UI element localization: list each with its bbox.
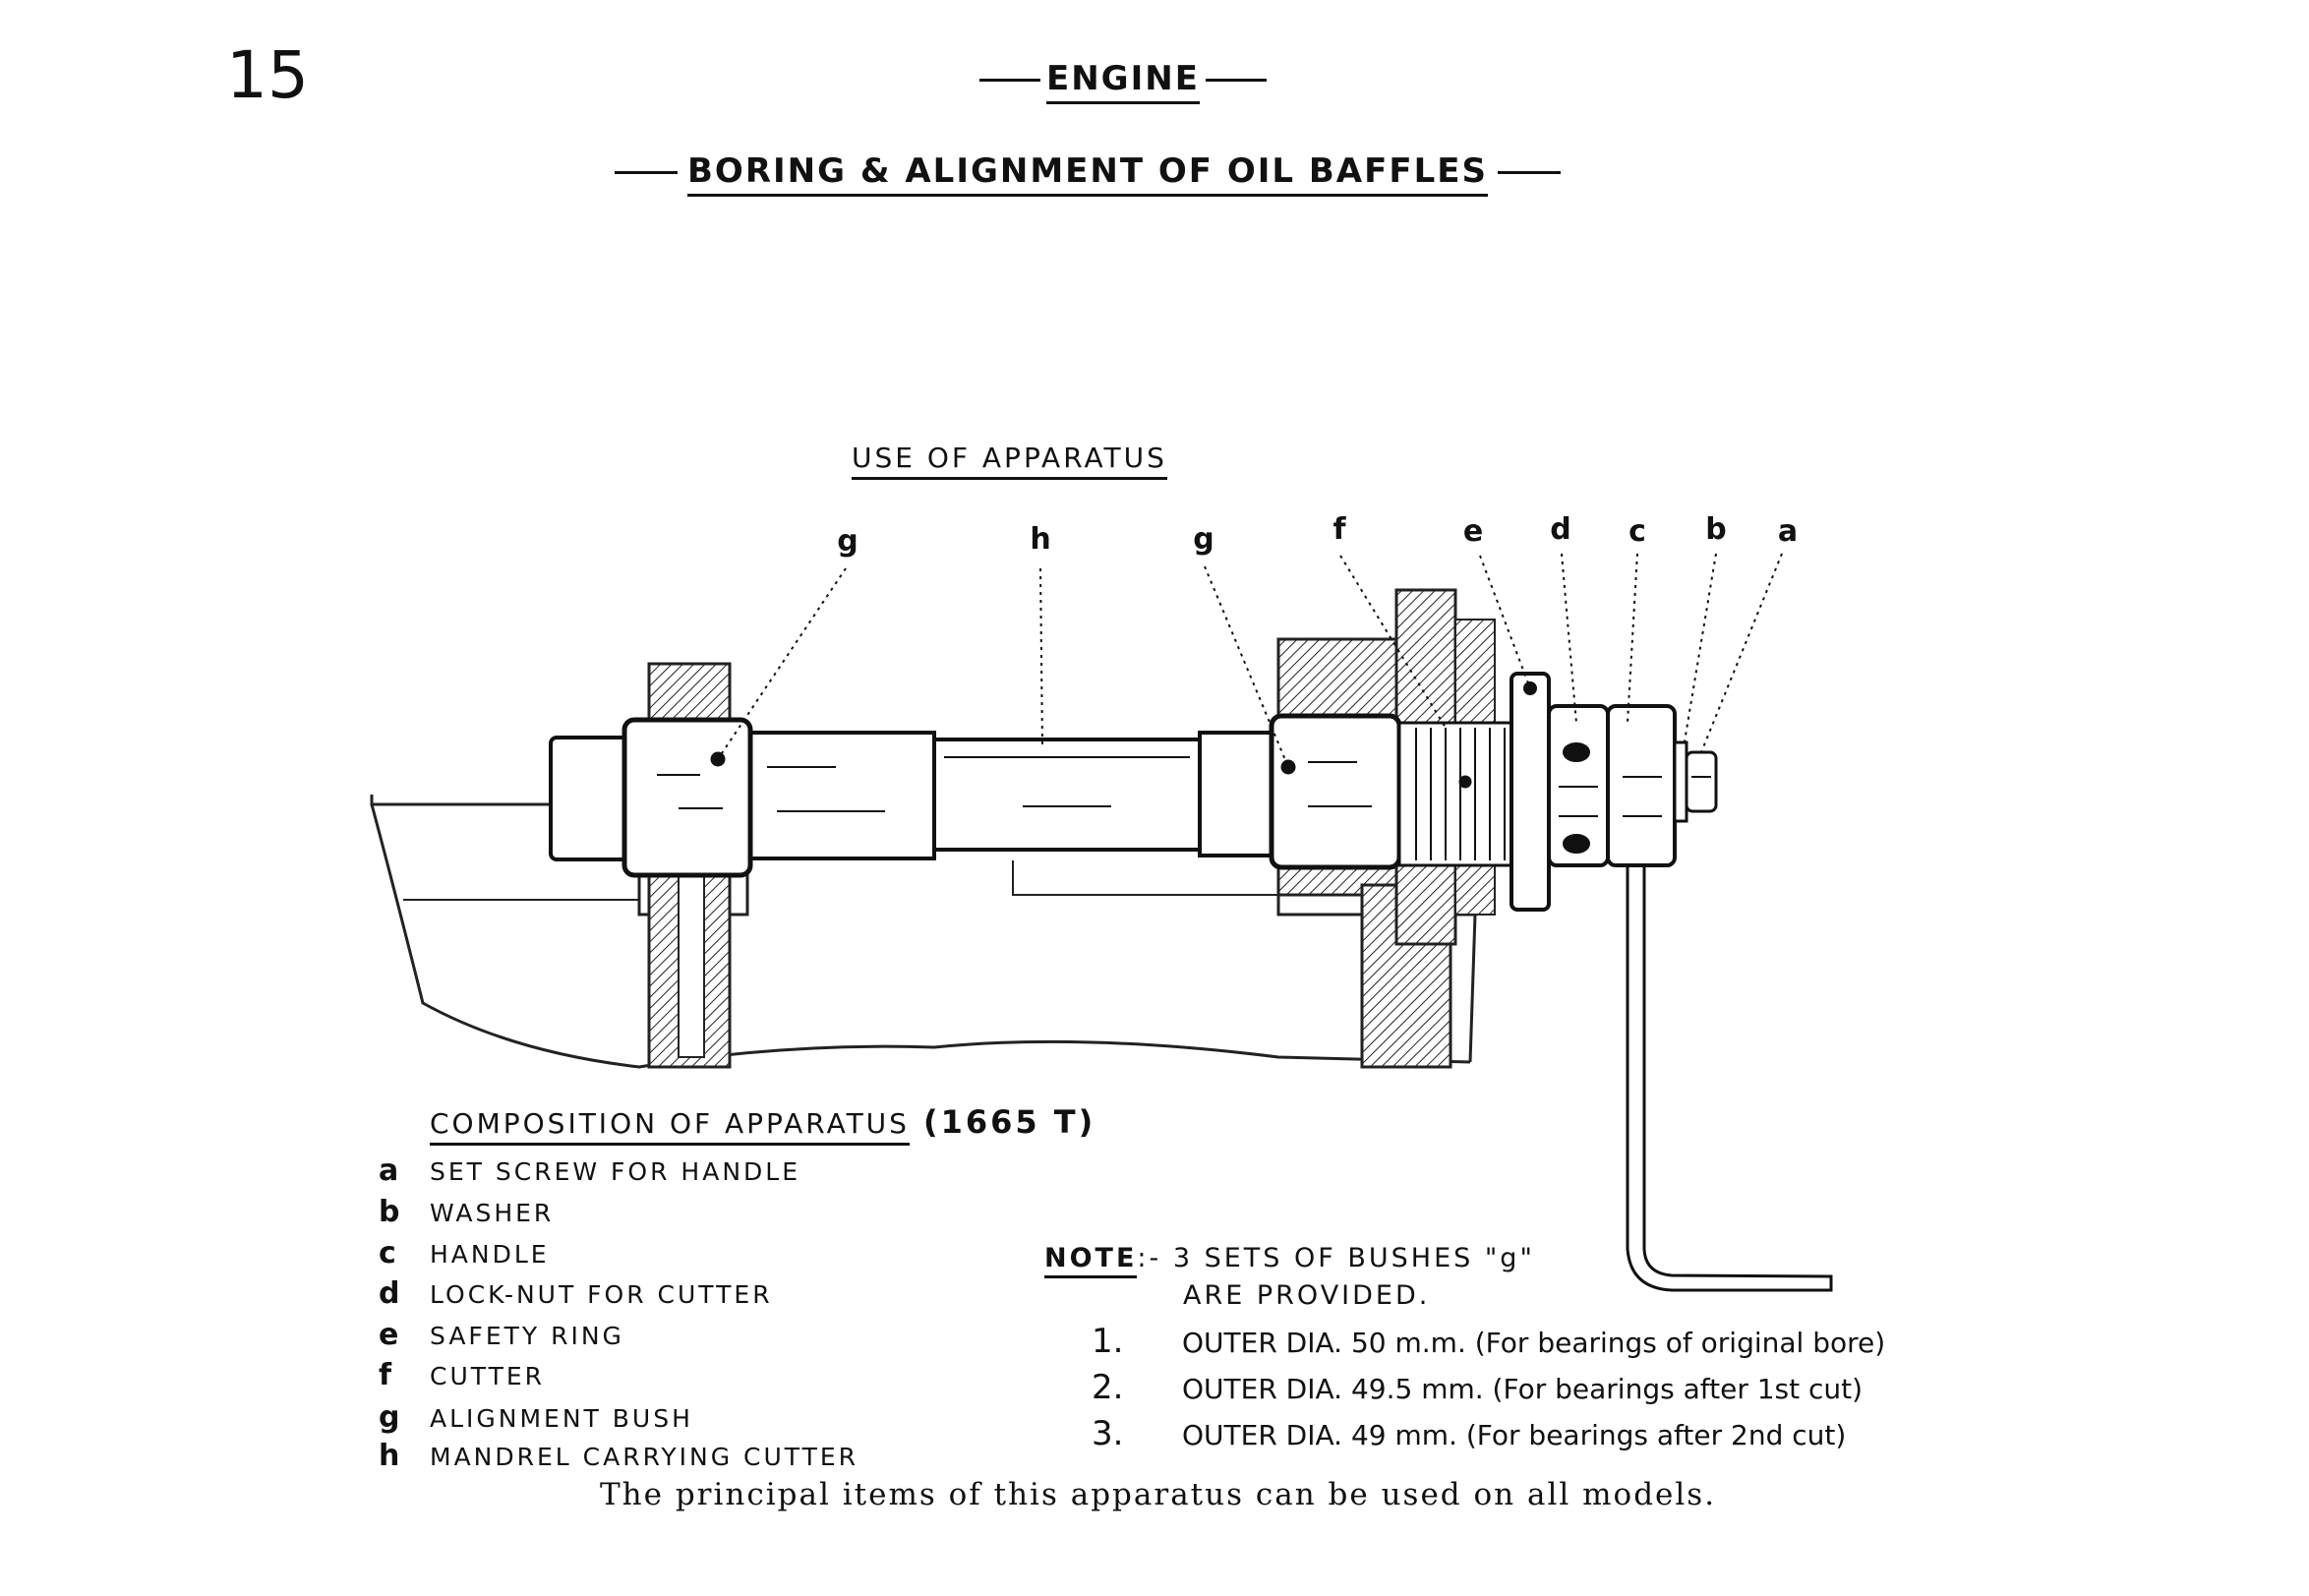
diagram-caption: USE OF APPARATUS — [852, 442, 1167, 480]
note-item: 2. OUTER DIA. 49.5 mm. (For bearings afte… — [1092, 1368, 1863, 1407]
mandrel — [549, 731, 1280, 861]
label-g-left: g — [837, 524, 858, 559]
page-title-text: BORING & ALIGNMENT OF OIL BAFFLES — [687, 151, 1488, 197]
label-h: h — [1030, 522, 1050, 557]
leader-lines — [717, 553, 1783, 768]
note-line1: :- 3 SETS OF BUSHES "g" — [1137, 1243, 1535, 1273]
item-letter: b — [379, 1195, 403, 1229]
note-item: 3. OUTER DIA. 49 mm. (For bearings after … — [1092, 1414, 1846, 1453]
item-letter: c — [379, 1236, 399, 1271]
composition-item: g ALIGNMENT BUSH — [379, 1400, 693, 1435]
alignment-bush-right — [1269, 713, 1402, 870]
note-item-text: OUTER DIA. 49.5 mm. (For bearings after … — [1182, 1373, 1864, 1405]
handle-bar — [1626, 865, 1833, 1292]
lock-nut — [1547, 704, 1610, 867]
item-letter: d — [379, 1276, 403, 1311]
label-g-right: g — [1193, 522, 1214, 557]
cutter — [1397, 721, 1519, 867]
composition-item: e SAFETY RING — [379, 1318, 624, 1352]
note-item-number: 1. — [1092, 1322, 1124, 1361]
item-text: ALIGNMENT BUSH — [430, 1404, 693, 1433]
model-number: (1665 T) — [922, 1103, 1096, 1141]
item-text: MANDREL CARRYING CUTTER — [430, 1443, 859, 1471]
handle-hub — [1606, 704, 1677, 867]
item-letter: a — [379, 1153, 402, 1188]
page-number: 15 — [226, 37, 309, 113]
note-label: NOTE — [1044, 1243, 1138, 1278]
item-letter: h — [379, 1439, 403, 1473]
composition-item: b WASHER — [379, 1195, 554, 1229]
composition-item: f CUTTER — [379, 1358, 545, 1392]
label-f: f — [1332, 512, 1346, 547]
note-item-text: OUTER DIA. 50 m.m. (For bearings of orig… — [1182, 1327, 1886, 1359]
section-title: ENGINE — [974, 59, 1273, 104]
composition-item: a SET SCREW FOR HANDLE — [379, 1153, 800, 1188]
note-item-number: 2. — [1092, 1368, 1124, 1407]
note: NOTE:- 3 SETS OF BUSHES "g" — [1044, 1243, 1535, 1278]
composition-title-text: COMPOSITION OF APPARATUS — [430, 1107, 910, 1146]
item-text: SAFETY RING — [430, 1322, 624, 1350]
item-letter: e — [379, 1318, 402, 1352]
page-title: BORING & ALIGNMENT OF OIL BAFFLES — [605, 151, 1570, 197]
note-item-number: 3. — [1092, 1414, 1124, 1453]
section-title-text: ENGINE — [1046, 59, 1200, 104]
item-text: WASHER — [430, 1199, 555, 1227]
note-line2: ARE PROVIDED. — [1183, 1280, 1431, 1311]
composition-item: d LOCK-NUT FOR CUTTER — [379, 1276, 773, 1311]
label-e: e — [1463, 514, 1483, 549]
item-letter: g — [379, 1400, 403, 1435]
washer — [1673, 740, 1688, 823]
item-text: CUTTER — [430, 1362, 546, 1390]
composition-item: c HANDLE — [379, 1236, 550, 1271]
label-a: a — [1778, 514, 1798, 549]
item-text: LOCK-NUT FOR CUTTER — [430, 1280, 773, 1309]
item-text: HANDLE — [430, 1240, 550, 1269]
label-b: b — [1705, 512, 1726, 547]
set-screw — [1685, 750, 1718, 813]
item-text: SET SCREW FOR HANDLE — [430, 1157, 800, 1186]
alignment-bush-left — [622, 717, 753, 878]
label-c: c — [1628, 514, 1646, 549]
composition-item: h MANDREL CARRYING CUTTER — [379, 1439, 858, 1473]
safety-ring — [1510, 672, 1551, 912]
note-item: 1. OUTER DIA. 50 m.m. (For bearings of or… — [1092, 1322, 1885, 1361]
footer-note: The principal items of this apparatus ca… — [600, 1477, 1717, 1512]
note-item-text: OUTER DIA. 49 mm. (For bearings after 2n… — [1182, 1419, 1847, 1451]
item-letter: f — [379, 1358, 395, 1392]
composition-title: COMPOSITION OF APPARATUS (1665 T) — [430, 1103, 1096, 1146]
label-d: d — [1550, 512, 1570, 547]
